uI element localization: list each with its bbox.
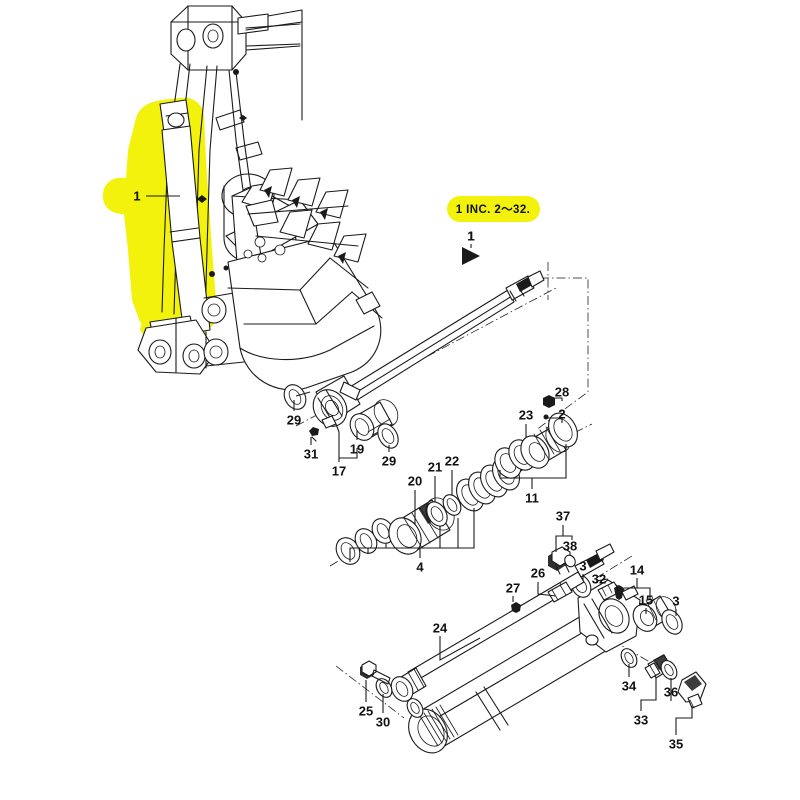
callout-3: 3 — [672, 593, 680, 609]
callout-32: 32 — [591, 571, 607, 587]
callout-29: 29 — [381, 453, 397, 469]
bolt-25 — [360, 660, 391, 685]
callout-1: 1 — [467, 228, 475, 244]
machine-illustration — [102, 5, 383, 391]
cylinder-tube-lower — [335, 543, 707, 754]
tube-body — [408, 611, 615, 754]
callout-21: 21 — [427, 459, 443, 475]
callout-29: 29 — [286, 412, 302, 428]
fitting-37-38 — [548, 546, 576, 575]
callout-30: 30 — [375, 714, 391, 730]
note-pointer-label: 1 — [467, 228, 475, 244]
fitting-35-elbow — [677, 671, 707, 709]
callout-15: 15 — [638, 592, 654, 608]
rod-end-nut — [390, 667, 427, 702]
rod-gland-17 — [312, 375, 361, 429]
callout-14: 14 — [629, 562, 645, 578]
leader-lines — [146, 195, 693, 735]
callout-3: 3 — [579, 558, 587, 574]
callout-36: 36 — [663, 684, 679, 700]
thread-detail — [419, 704, 459, 747]
callout-1: 1 — [133, 188, 141, 204]
arm-pivot-cluster — [137, 291, 245, 375]
rod-assembly-upper — [283, 262, 589, 449]
seal-kit-center — [329, 395, 593, 567]
bucket-teeth — [241, 167, 383, 319]
callout-28: 28 — [554, 384, 570, 400]
callout-37: 37 — [555, 508, 571, 524]
callout-26: 26 — [530, 565, 546, 581]
callout-19: 19 — [349, 441, 365, 457]
callout-33: 33 — [633, 712, 649, 728]
callout-11: 11 — [525, 490, 539, 506]
callout-34: 34 — [621, 678, 637, 694]
bucket — [225, 167, 383, 391]
callout-27: 27 — [505, 580, 521, 596]
callout-2: 2 — [558, 406, 566, 422]
callout-24: 24 — [432, 620, 448, 636]
callout-25: 25 — [358, 703, 374, 719]
callout-22: 22 — [444, 453, 460, 469]
callout-23: 23 — [518, 407, 534, 423]
bucket-cylinder — [148, 99, 211, 351]
callout-35: 35 — [668, 736, 684, 752]
callout-20: 20 — [407, 473, 423, 489]
callout-4: 4 — [416, 559, 424, 575]
rod-26 — [407, 543, 615, 683]
boom-head — [170, 5, 301, 71]
note-box-shape — [447, 196, 540, 265]
callout-17: 17 — [331, 463, 347, 479]
note-text: 1 INC. 2～32. — [455, 204, 531, 216]
callout-31: 31 — [303, 446, 319, 462]
callout-38: 38 — [562, 538, 578, 554]
